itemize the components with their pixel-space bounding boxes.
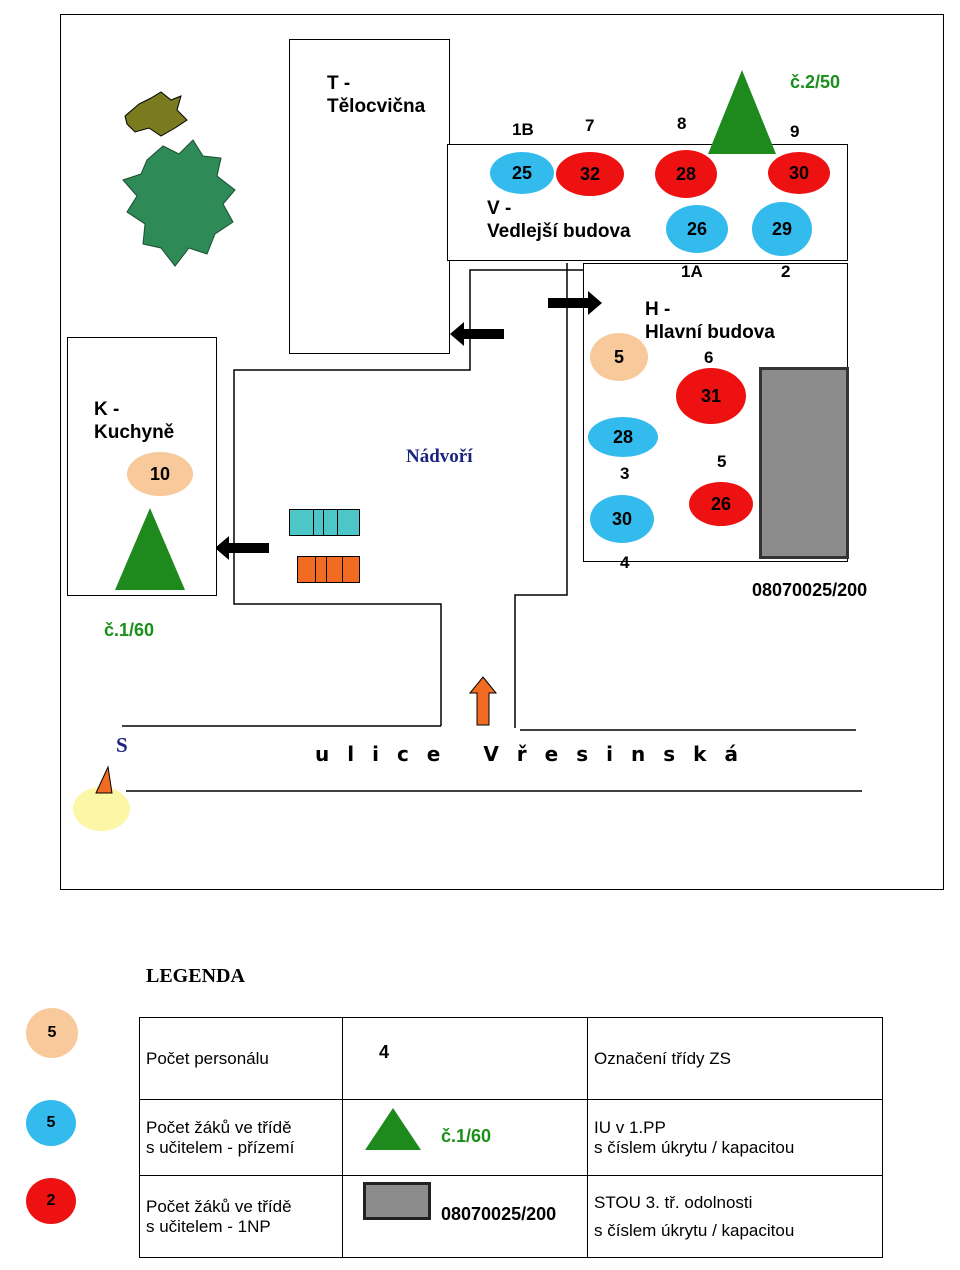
- start-point-marker: [73, 787, 130, 831]
- class-label: 1B: [512, 120, 534, 139]
- legend-note: Označení třídy ZS: [587, 1017, 883, 1100]
- floor1-class-count: 32: [556, 152, 624, 196]
- courtyard-label: Nádvoří: [406, 446, 473, 467]
- floor1-class-count: 28: [655, 150, 717, 198]
- building-hlavni-label: H - Hlavní budova: [645, 299, 775, 343]
- entrance-arrow-icon: [468, 676, 498, 726]
- floor1-class-count: 26: [689, 482, 753, 526]
- legend-note: STOU 3. tř. odolnosti s číslem úkrytu / …: [587, 1175, 883, 1258]
- legend-symbol-cell: 4: [342, 1017, 588, 1100]
- shelter-triangle-icon: [708, 70, 776, 154]
- legend-desc-line: Počet personálu: [146, 1048, 269, 1068]
- street-name: ulice Vřesinská: [315, 742, 756, 766]
- legend-title: LEGENDA: [146, 965, 245, 987]
- legend-desc-line: Počet žáků ve třídě: [146, 1196, 292, 1216]
- legend-note-line: s číslem úkrytu / kapacitou: [594, 1220, 795, 1240]
- floor1-class-count: 30: [768, 152, 830, 194]
- legend-stou-label: 08070025/200: [441, 1204, 557, 1224]
- legend-ground-symbol: 5: [26, 1100, 76, 1146]
- legend-staff-symbol: 5: [26, 1008, 78, 1058]
- class-label: 2: [781, 262, 791, 281]
- class-label: 8: [677, 114, 687, 133]
- legend-desc-line: s učitelem - 1NP: [146, 1216, 271, 1236]
- building-telocvicna-label: T - Tělocvična: [327, 73, 426, 117]
- bench-icon: [289, 509, 360, 536]
- legend-table: Počet personálu 4 Označení třídy ZS Poče…: [139, 1017, 883, 1258]
- staff-count: 10: [127, 452, 193, 496]
- building-kuchyne-label: K - Kuchyně: [94, 399, 175, 443]
- bench-icon: [297, 556, 360, 583]
- legend-note-line: Označení třídy ZS: [594, 1048, 731, 1068]
- shelter-label-iu2: č.1/60: [104, 620, 155, 640]
- stou-shelter-icon: [363, 1182, 431, 1220]
- shelter-label-stou: 08070025/200: [752, 580, 868, 600]
- legend-floor1-symbol: 2: [26, 1178, 76, 1224]
- courtyard-outline: [122, 263, 862, 792]
- site-map-frame: [60, 14, 944, 890]
- legend-symbol-cell: č.1/60: [342, 1099, 588, 1176]
- class-label: 9: [790, 122, 800, 141]
- shelter-label-iu1: č.2/50: [790, 72, 841, 92]
- legend-note-line: s číslem úkrytu / kapacitou: [594, 1137, 795, 1157]
- legend-class-number: 4: [379, 1042, 390, 1062]
- arrow-left-icon: [215, 536, 269, 560]
- legend-symbol-cell: 08070025/200: [342, 1175, 588, 1258]
- legend-row: Počet žáků ve třídě s učitelem - 1NP 080…: [139, 1175, 883, 1258]
- class-label: 1A: [681, 262, 703, 281]
- legend-desc-line: Počet žáků ve třídě: [146, 1117, 292, 1137]
- ground-class-count: 30: [590, 495, 654, 543]
- arrow-right-icon: [548, 291, 602, 315]
- legend-desc: Počet žáků ve třídě s učitelem - přízemí: [139, 1099, 343, 1176]
- trees-icon: [122, 91, 236, 267]
- building-telocvicna: [289, 39, 450, 354]
- arrow-left-icon: [450, 322, 504, 346]
- ground-class-count: 25: [490, 152, 554, 194]
- legend-note-line: IU v 1.PP: [594, 1117, 666, 1137]
- start-marker-label: S: [116, 733, 128, 757]
- shelter-triangle-icon: [365, 1108, 421, 1150]
- legend-shelter-label: č.1/60: [441, 1126, 492, 1146]
- legend-row: Počet personálu 4 Označení třídy ZS: [139, 1017, 883, 1100]
- legend-note: IU v 1.PP s číslem úkrytu / kapacitou: [587, 1099, 883, 1176]
- building-vedlejsi-label: V - Vedlejší budova: [487, 198, 631, 242]
- class-label: 5: [717, 452, 727, 471]
- flag-icon: [95, 765, 113, 794]
- legend-desc: Počet žáků ve třídě s učitelem - 1NP: [139, 1175, 343, 1258]
- shelter-triangle-icon: [115, 508, 185, 590]
- class-label: 7: [585, 116, 595, 135]
- stou-shelter: [759, 367, 849, 559]
- class-label: 4: [620, 553, 630, 572]
- floor1-class-count: 31: [676, 368, 746, 424]
- legend-note-line: STOU 3. tř. odolnosti: [594, 1192, 753, 1212]
- ground-class-count: 28: [588, 417, 658, 457]
- ground-class-count: 26: [666, 205, 728, 253]
- legend-desc-line: s učitelem - přízemí: [146, 1137, 295, 1157]
- staff-count: 5: [590, 333, 648, 381]
- legend-row: Počet žáků ve třídě s učitelem - přízemí…: [139, 1099, 883, 1176]
- class-label: 3: [620, 464, 630, 483]
- ground-class-count: 29: [752, 202, 812, 256]
- legend-desc: Počet personálu: [139, 1017, 343, 1100]
- class-label: 6: [704, 348, 714, 367]
